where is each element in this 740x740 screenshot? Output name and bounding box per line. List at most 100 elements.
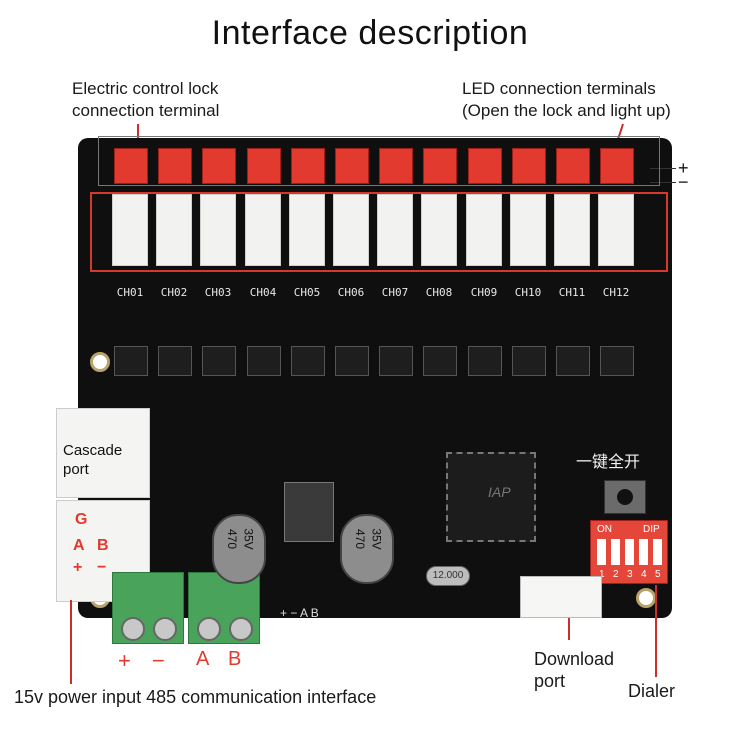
terminal-plus: + xyxy=(118,648,131,673)
led-terminal-label-line2: (Open the lock and light up) xyxy=(462,101,671,120)
terminal-block-485 xyxy=(188,572,260,644)
terminal-a: A xyxy=(196,648,210,670)
mosfet-3 xyxy=(202,346,236,376)
mosfet-10 xyxy=(512,346,546,376)
channel-label: CH05 xyxy=(293,286,321,299)
channel-label: CH03 xyxy=(204,286,232,299)
power-485-port: G A B + − xyxy=(56,500,150,602)
capacitor-2: 470 35V xyxy=(340,514,394,584)
led-terminal-7 xyxy=(379,148,413,184)
cascade-label-line2: port xyxy=(63,461,89,478)
capacitor-1-volt: 35V xyxy=(241,528,256,550)
mosfet-6 xyxy=(335,346,369,376)
led-terminal-8 xyxy=(423,148,457,184)
channel-label: CH10 xyxy=(514,286,542,299)
mount-hole xyxy=(636,588,656,608)
pin-g: G xyxy=(75,511,88,528)
power-pointer xyxy=(70,600,72,684)
lock-terminal-5 xyxy=(289,194,325,266)
page-title: Interface description xyxy=(211,14,529,52)
polarity-tick xyxy=(650,182,676,183)
polarity-minus: − xyxy=(678,172,689,192)
dialer-pointer xyxy=(655,585,657,677)
channel-label: CH08 xyxy=(425,286,453,299)
terminal-b: B xyxy=(228,648,242,670)
lock-terminal-7 xyxy=(377,194,413,266)
crystal: 12.000 xyxy=(426,566,470,586)
dip-key-2[interactable] xyxy=(611,539,620,565)
download-label: Download port xyxy=(534,648,614,692)
led-terminal-5 xyxy=(291,148,325,184)
lock-terminal-10 xyxy=(510,194,546,266)
capacitor-1: 470 35V xyxy=(212,514,266,584)
terminal-minus: − xyxy=(152,648,165,673)
lock-terminal-1 xyxy=(112,194,148,266)
channel-label: CH11 xyxy=(558,286,586,299)
channel-label: CH01 xyxy=(116,286,144,299)
lock-terminal-11 xyxy=(554,194,590,266)
mosfet-4 xyxy=(247,346,281,376)
capacitor-1-value: 470 xyxy=(225,528,240,550)
lock-terminal-6 xyxy=(333,194,369,266)
led-terminal-label: LED connection terminals (Open the lock … xyxy=(462,78,671,122)
lock-terminal-2 xyxy=(156,194,192,266)
screw-icon xyxy=(229,617,253,641)
mosfet-2 xyxy=(158,346,192,376)
cascade-label: Cascade port xyxy=(63,441,122,479)
mosfet-11 xyxy=(556,346,590,376)
screw-icon xyxy=(121,617,145,641)
screw-icon xyxy=(197,617,221,641)
button-cap-icon xyxy=(617,489,633,505)
led-terminal-11 xyxy=(556,148,590,184)
pin-a: A xyxy=(73,537,85,554)
mosfet-8 xyxy=(423,346,457,376)
dip-position-label: 3 xyxy=(627,569,633,580)
pin-b: B xyxy=(97,537,109,554)
dip-position-label: 1 xyxy=(599,569,605,580)
polarity-tick xyxy=(650,168,676,169)
power-input-label: 15v power input 485 communication interf… xyxy=(14,687,377,707)
channel-label: CH02 xyxy=(160,286,188,299)
led-terminal-3 xyxy=(202,148,236,184)
mosfet-9 xyxy=(468,346,502,376)
silk-bottom-label: + − A B xyxy=(280,606,319,620)
mosfet-12 xyxy=(600,346,634,376)
dip-position-label: 4 xyxy=(641,569,647,580)
voltage-regulator xyxy=(284,482,334,542)
download-port xyxy=(520,576,602,618)
mount-hole xyxy=(90,352,110,372)
download-pointer xyxy=(568,618,570,640)
dip-name-label: DIP xyxy=(643,524,660,535)
led-terminal-10 xyxy=(512,148,546,184)
led-terminal-label-line1: LED connection terminals xyxy=(462,79,656,98)
led-terminal-12 xyxy=(600,148,634,184)
lock-terminal-12 xyxy=(598,194,634,266)
dip-key-4[interactable] xyxy=(639,539,648,565)
download-label-line2: port xyxy=(534,671,566,691)
capacitor-2-value: 470 xyxy=(353,528,368,550)
lock-terminal-label: Electric control lock connection termina… xyxy=(72,78,219,122)
led-terminal-6 xyxy=(335,148,369,184)
channel-label: CH04 xyxy=(249,286,277,299)
polarity-plus: + xyxy=(678,158,689,178)
channel-label: CH06 xyxy=(337,286,365,299)
one-key-open-button[interactable] xyxy=(604,480,646,514)
one-key-open-label: 一键全开 xyxy=(576,454,641,471)
dip-on-label: ON xyxy=(597,524,612,535)
pin-minus: − xyxy=(97,559,107,576)
channel-label: CH12 xyxy=(602,286,630,299)
cascade-label-line1: Cascade xyxy=(63,442,123,459)
led-terminal-4 xyxy=(247,148,281,184)
lock-terminal-9 xyxy=(466,194,502,266)
mosfet-5 xyxy=(291,346,325,376)
led-terminal-2 xyxy=(158,148,192,184)
lock-terminal-label-line2: connection terminal xyxy=(72,101,220,120)
dip-key-5[interactable] xyxy=(653,539,662,565)
dip-key-3[interactable] xyxy=(625,539,634,565)
cascade-port: Cascade port xyxy=(56,408,150,498)
pin-plus: + xyxy=(73,559,83,576)
dip-key-1[interactable] xyxy=(597,539,606,565)
dip-position-label: 2 xyxy=(613,569,619,580)
dialer-label: Dialer xyxy=(628,681,676,701)
